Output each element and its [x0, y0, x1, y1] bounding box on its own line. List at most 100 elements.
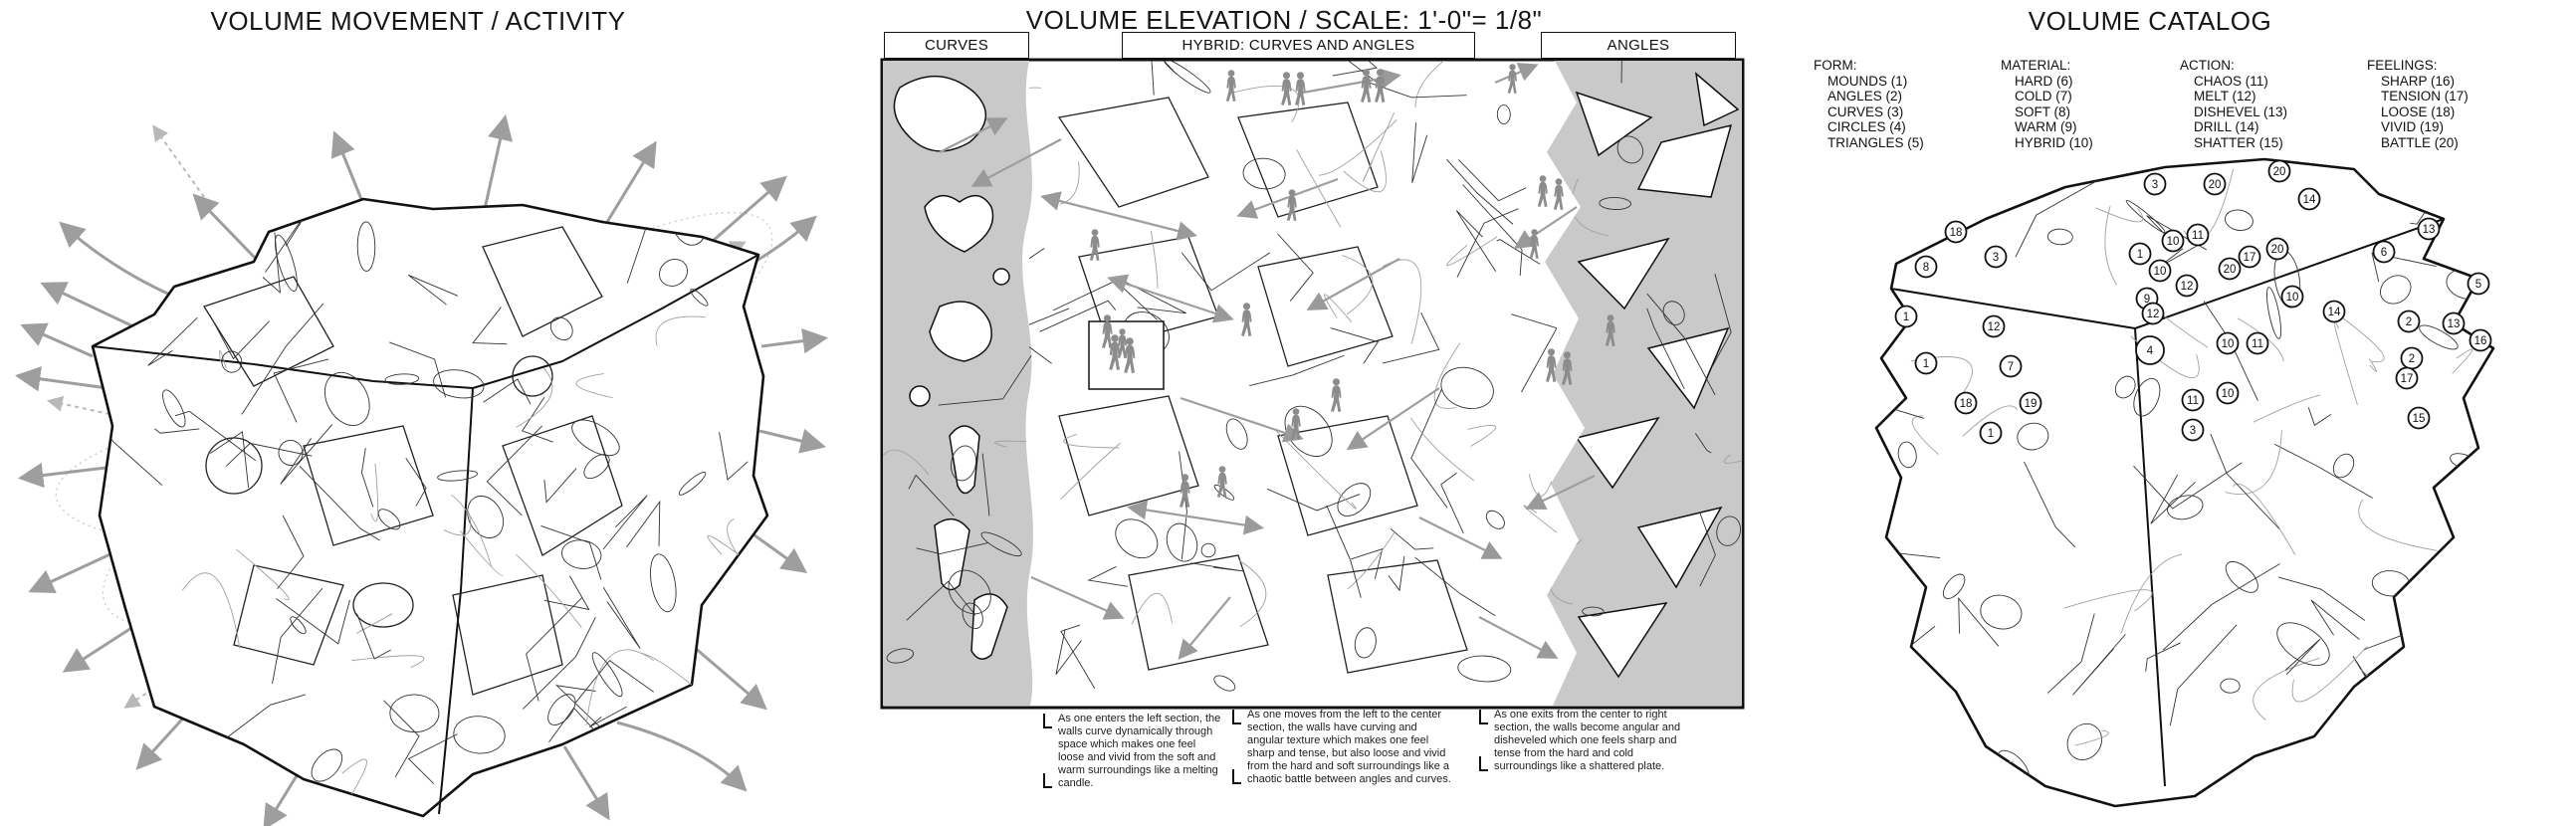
svg-text:6: 6: [2381, 247, 2387, 259]
catalog-marker-11: 11: [2186, 223, 2210, 247]
caption-center-section: As one moves from the left to the center…: [1232, 709, 1453, 786]
section-label-curves: CURVES: [884, 32, 1029, 59]
svg-text:11: 11: [2252, 338, 2263, 350]
catalog-marker-12: 12: [1982, 314, 2006, 338]
svg-text:20: 20: [2271, 244, 2284, 256]
legend-item: SHARP (16): [2381, 73, 2456, 89]
catalog-marker-20: 20: [2267, 159, 2291, 183]
catalog-marker-17: 17: [2238, 245, 2261, 269]
legend-item: HYBRID (10): [2015, 134, 2093, 150]
catalog-marker-17: 17: [2395, 366, 2419, 390]
catalog-marker-1: 1: [1979, 421, 2003, 445]
elevation-drawing: [880, 58, 1745, 710]
catalog-marker-11: 11: [2181, 388, 2205, 412]
svg-text:17: 17: [2401, 373, 2414, 385]
svg-text:2: 2: [2409, 353, 2415, 365]
svg-text:14: 14: [2303, 194, 2316, 206]
legend-item: TRIANGLES (5): [1827, 134, 1924, 150]
svg-text:20: 20: [2209, 179, 2222, 191]
legend-item: SHATTER (15): [2194, 134, 2283, 150]
legend-column: MATERIAL:HARD (6)COLD (7)SOFT (8)WARM (9…: [2001, 58, 2180, 150]
catalog-marker-5: 5: [2467, 272, 2490, 296]
catalog-marker-12: 12: [2141, 302, 2165, 325]
catalog-marker-3: 3: [1984, 245, 2008, 269]
legend-heading: FEELINGS:: [2367, 58, 2438, 73]
svg-text:3: 3: [2190, 425, 2196, 437]
svg-text:10: 10: [2167, 236, 2180, 248]
legend-item: MOUNDS (1): [1827, 73, 1908, 89]
legend-item: WARM (9): [2015, 119, 2077, 134]
svg-text:19: 19: [2025, 398, 2038, 410]
svg-text:1: 1: [1903, 311, 1909, 323]
svg-text:11: 11: [2192, 230, 2204, 242]
section-label-angles: ANGLES: [1541, 32, 1736, 59]
svg-text:20: 20: [2273, 166, 2286, 178]
curves-section: [883, 61, 1033, 706]
catalog-marker-14: 14: [2322, 300, 2346, 323]
legend-item: CURVES (3): [1827, 103, 1904, 119]
catalog-legend: FORM:MOUNDS (1)ANGLES (2)CURVES (3)CIRCL…: [1814, 58, 2541, 150]
svg-text:1: 1: [1988, 428, 1994, 440]
caption-right-text: As one exits from the center to right se…: [1494, 709, 1681, 772]
catalog-marker-2: 2: [2397, 310, 2421, 333]
catalog-marker-19: 19: [2019, 391, 2042, 415]
catalog-marker-18: 18: [1954, 391, 1978, 415]
caption-bracket-icon: [1232, 709, 1243, 786]
catalog-marker-13: 13: [2417, 217, 2441, 241]
legend-column: FEELINGS:SHARP (16)TENSION (17)LOOSE (18…: [2367, 58, 2541, 150]
legend-item: TENSION (17): [2381, 89, 2469, 103]
catalog-marker-2: 2: [2400, 346, 2424, 370]
caption-center-text: As one moves from the left to the center…: [1247, 709, 1451, 785]
catalog-marker-13: 13: [2442, 311, 2466, 335]
svg-text:9: 9: [2144, 294, 2150, 306]
section-label-angles-text: ANGLES: [1607, 37, 1670, 54]
legend-item: LOOSE (18): [2381, 103, 2456, 119]
legend-item: ANGLES (2): [1827, 89, 1903, 103]
svg-text:13: 13: [2423, 224, 2436, 236]
svg-text:16: 16: [2474, 335, 2487, 347]
catalog-marker-20: 20: [2265, 237, 2289, 261]
legend-item: HARD (6): [2015, 73, 2073, 89]
legend-item: MELT (12): [2194, 89, 2256, 103]
legend-item: DRILL (14): [2194, 119, 2259, 134]
svg-text:3: 3: [1993, 252, 1999, 264]
catalog-title: VOLUME CATALOG: [2028, 6, 2272, 36]
svg-text:11: 11: [2187, 395, 2199, 407]
svg-text:10: 10: [2222, 388, 2235, 400]
legend-heading: FORM:: [1814, 58, 1857, 73]
legend-item: CIRCLES (4): [1827, 119, 1906, 134]
catalog-marker-3: 3: [2181, 418, 2205, 442]
catalog-marker-10: 10: [2216, 331, 2240, 355]
caption-left-text: As one enters the left section, the wall…: [1058, 713, 1221, 789]
legend-item: BATTLE (20): [2381, 134, 2459, 150]
svg-text:4: 4: [2147, 345, 2154, 357]
catalog-marker-20: 20: [2218, 257, 2242, 281]
elevation-arrows: [939, 63, 1596, 661]
legend-item: DISHEVEL (13): [2194, 103, 2288, 119]
caption-bracket-icon: [1043, 713, 1054, 790]
svg-text:20: 20: [2224, 264, 2237, 276]
legend-column: FORM:MOUNDS (1)ANGLES (2)CURVES (3)CIRCL…: [1814, 58, 2001, 150]
svg-text:13: 13: [2448, 318, 2461, 330]
svg-text:5: 5: [2475, 279, 2481, 291]
catalog-marker-18: 18: [1944, 220, 1968, 244]
catalog-marker-20: 20: [2203, 172, 2227, 196]
angles-section-shards: [1550, 61, 1742, 679]
catalog-marker-1: 1: [2128, 242, 2152, 266]
catalog-marker-10: 10: [2148, 259, 2172, 283]
svg-text:1: 1: [1923, 358, 1929, 370]
legend-item: VIVID (19): [2381, 119, 2445, 134]
catalog-marker-1: 1: [1894, 305, 1918, 328]
catalog-marker-15: 15: [2407, 406, 2431, 430]
svg-text:10: 10: [2154, 266, 2167, 278]
catalog-marker-16: 16: [2469, 328, 2492, 352]
catalog-marker-10: 10: [2161, 229, 2185, 253]
elevation-title: VOLUME ELEVATION / SCALE: 1'-0"= 1/8": [1025, 5, 1543, 35]
catalog-silhouette: [1874, 157, 2495, 808]
curves-section-blobs: [883, 76, 1033, 664]
svg-text:15: 15: [2413, 413, 2426, 425]
legend-heading: ACTION:: [2180, 58, 2235, 73]
svg-text:10: 10: [2286, 292, 2299, 304]
caption-bracket-icon: [1479, 709, 1490, 773]
